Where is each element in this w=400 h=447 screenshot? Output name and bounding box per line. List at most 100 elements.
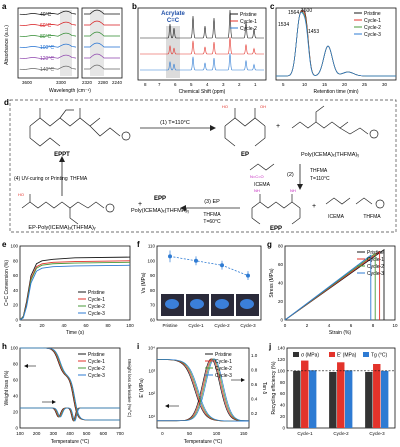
peak-label-1534: 1534 <box>278 22 289 28</box>
thfma-2-label: THFMA <box>363 214 381 220</box>
panel-b-xtick: 6 <box>174 82 177 87</box>
vs-point-pristine <box>168 254 172 259</box>
panel-j-ytick: 60 <box>280 391 286 396</box>
panel-f-ytick: 60 <box>150 318 156 323</box>
panel-letter-c: c <box>270 2 275 11</box>
legend-label-cycle-2: Cycle-2 <box>364 25 381 31</box>
panel-a-tick-2280: 2280 <box>98 80 109 85</box>
condition-4: (4) UV-curing or Printing <box>14 176 68 182</box>
panel-j-ytick: 120 <box>277 357 285 362</box>
panel-j-xtick: Cycle-3 <box>369 431 385 436</box>
peak-label-1600: 1600 <box>301 8 312 14</box>
legend-label-cycle-2: Cycle-2 <box>88 304 105 310</box>
panel-e-xtick: 40 <box>61 323 67 328</box>
bar-cycle-1-0 <box>293 370 301 428</box>
vs-point-cycle-3 <box>246 273 250 278</box>
epp-structure: NH NH <box>251 188 301 225</box>
panel-a-tick-3300: 3300 <box>56 80 67 85</box>
panel-a-tick-2240: 2240 <box>112 80 123 85</box>
panel-a-tick-3600: 3600 <box>22 80 33 85</box>
panel-g-xtick: 0 <box>284 323 287 328</box>
panel-g-xlabel: Strain (%) <box>329 330 352 336</box>
panel-letter-b: b <box>132 2 137 11</box>
panel-b-xtick: 2 <box>238 82 241 87</box>
panel-j-bars <box>287 360 395 428</box>
panel-a-curve-labels: 40°C 60°C 80°C 100°C 120°C 140°C <box>40 12 54 73</box>
legend-label-cycle-3: Cycle-3 <box>215 373 232 379</box>
panel-b: b Acrylate C=C Pristine Cycle-1 Cycle-2 … <box>132 2 267 95</box>
panel-letter-j: j <box>268 342 271 351</box>
panel-c-xtick: 25 <box>362 82 368 87</box>
panel-g-ytick: 0 <box>280 318 283 323</box>
eppt-structure <box>29 108 131 147</box>
arrow-right-head <box>241 378 245 382</box>
condition-1: (1) T=110°C <box>160 120 190 126</box>
legend-label-cycle-3: Cycle-3 <box>88 311 105 317</box>
panel-a-xlabel: Wavelength (cm⁻¹) <box>49 88 91 94</box>
panel-h-ytick: 0 <box>15 426 18 431</box>
panel-e-xtick: 0 <box>19 323 22 328</box>
legend-label-cycle-1: Cycle-1 <box>215 359 232 365</box>
panel-c-xlabel: Retention time (min) <box>313 89 358 95</box>
panel-f-ytick: 90 <box>150 273 156 278</box>
panel-a: a 40°C 60°C 80°C 100°C 120°C 140°C Absor… <box>2 2 123 94</box>
panel-b-annotation-cc: C=C <box>167 18 180 24</box>
arrow-left-head <box>24 364 28 368</box>
vs-point-cycle-2 <box>220 263 224 268</box>
legend-label-pristine: Pristine <box>215 352 232 358</box>
curve-label-80: 80°C <box>40 34 52 40</box>
nmr-spectrum-pristine <box>140 9 264 39</box>
svg-text:N=C=O: N=C=O <box>250 174 264 179</box>
nmr-spectrum-cycle-1 <box>140 37 264 55</box>
panel-j-ytick: 140 <box>277 346 285 351</box>
panel-j-legend: σ (MPa) E' (MPa) Tg (°C) <box>293 352 387 359</box>
panel-a-tick-2320: 2320 <box>82 80 93 85</box>
panel-h-xtick: 200 <box>33 431 41 436</box>
panel-f-photos <box>161 294 259 316</box>
ftir-curve-left <box>19 65 77 70</box>
panel-b-xtick: 5 <box>190 82 193 87</box>
panel-c-frame <box>275 7 397 81</box>
panel-f-xtick: Cycle-2 <box>214 323 230 328</box>
svg-text:HO: HO <box>18 192 24 197</box>
bar-cycle-3-1 <box>373 364 381 428</box>
poly-top-label: Poly(ICEMA)ₓ(THFMA)ᵧ <box>301 152 359 158</box>
ftir-curve-right <box>84 64 120 70</box>
panel-g-xtick: 4 <box>328 323 331 328</box>
panel-g-ytick: 40 <box>278 281 284 286</box>
ftir-curve-right <box>84 31 120 37</box>
thfma-label-left: THFMA <box>70 176 88 182</box>
bar-cycle-2-2 <box>344 370 353 428</box>
legend-label-pristine: Pristine <box>88 290 105 296</box>
legend-label-cycle-1: Cycle-1 <box>364 18 381 24</box>
legend-label-cycle-2: Cycle-2 <box>215 366 232 372</box>
panel-a-highlight-left <box>60 10 72 76</box>
legend-label-cycle-3: Cycle-3 <box>367 271 384 277</box>
panel-h-xtick: 400 <box>66 431 74 436</box>
panel-h-ytick: 60 <box>13 378 19 383</box>
panel-d: d EPPT (1) T=110°C HO OH EP + Poly(ICEMA… <box>4 98 397 233</box>
legend-label-cycle-2: Cycle-2 <box>240 26 257 32</box>
panel-e-xlabel: Time (s) <box>66 330 84 336</box>
bar-cycle-2-0 <box>329 372 337 428</box>
legend-swatch-e <box>329 352 335 357</box>
icema-structure: N=C=O <box>249 163 275 179</box>
panel-i-ytick-left: 10⁴ <box>148 346 155 351</box>
nmr-spectrum-cycle-2 <box>140 53 264 71</box>
panel-b-xticks: 8 7 6 5 4 3 2 1 <box>144 82 257 87</box>
legend-label-cycle-1: Cycle-1 <box>367 257 384 263</box>
panel-letter-e: e <box>2 240 7 249</box>
panel-g-xtick: 2 <box>306 323 309 328</box>
bar-cycle-2-1 <box>337 362 345 428</box>
panel-i-legend: Pristine Cycle-1 Cycle-2 Cycle-3 <box>205 352 232 379</box>
thfma-3-label: THFMA <box>203 212 221 218</box>
peak-label-1564: 1564 <box>288 10 299 16</box>
bar-cycle-1-1 <box>301 360 309 428</box>
stress-curve-cycle-3 <box>284 254 372 321</box>
poly-top-structure <box>291 105 379 139</box>
